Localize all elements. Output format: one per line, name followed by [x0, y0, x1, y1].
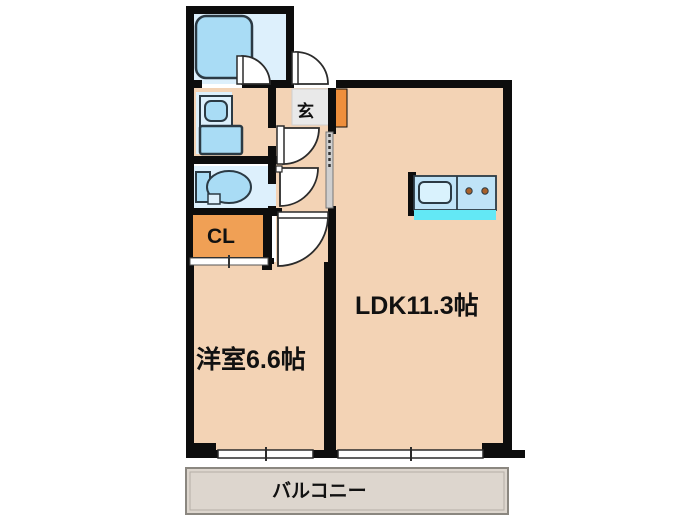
wall-hall-ldk-lower: [328, 206, 336, 264]
kitchen-sink-basin: [418, 181, 452, 204]
wall-closet-left: [186, 212, 194, 268]
wall-hall-corner: [268, 206, 276, 214]
washroom-door-swing: [282, 127, 320, 165]
wall-washroom-hall-upper: [268, 88, 276, 128]
toilet-door-hinge: [275, 165, 283, 173]
washing-machine-pan: [198, 124, 244, 156]
wall-left-washroom: [186, 88, 194, 162]
kitchen-side-wall: [408, 172, 416, 216]
wall-closet-right: [262, 214, 272, 270]
wall-hall-ldk-upper: [328, 88, 336, 134]
balcony-inner-line: [189, 471, 505, 511]
bottom-windows: [217, 447, 484, 461]
entrance-area: [291, 88, 348, 128]
bedroom-door-leaf: [277, 211, 329, 219]
wall-toilet-bottom: [186, 208, 282, 216]
stove-burner-right: [481, 187, 489, 195]
wall-washroom-hall-lower: [268, 146, 276, 164]
wall-toilet-right-top: [268, 164, 276, 184]
balcony-area: [185, 467, 509, 515]
wall-bath-bottom-left: [186, 80, 202, 88]
wall-bath-right: [286, 6, 294, 88]
bathroom-door-leaf: [236, 55, 244, 85]
wall-bottom-center-pier: [313, 450, 337, 458]
wall-left-toilet: [186, 160, 194, 212]
ldk-floor: [336, 88, 503, 455]
washbasin-bowl: [204, 100, 228, 122]
doors: [236, 51, 329, 267]
wall-ldk-top: [336, 80, 512, 88]
closet-body: [191, 213, 265, 259]
wall-left-bedroom: [186, 262, 194, 448]
bedroom-floor: [194, 262, 324, 455]
bedroom-door-swing: [277, 215, 329, 267]
kitchen-fixture: [408, 172, 497, 220]
toilet-door-swing: [279, 167, 319, 207]
balcony-floor: [185, 467, 509, 515]
toilet-seat-detail: [207, 193, 221, 205]
ldk-partition: [325, 131, 334, 209]
wall-washroom-bottom: [186, 156, 282, 164]
stove-burner-left: [465, 187, 473, 195]
toilet-fixture: [195, 170, 252, 205]
wall-ldk-right: [503, 80, 512, 458]
wall-bottom-left-stub: [186, 443, 216, 458]
kitchen-front-edge: [414, 210, 496, 220]
wall-bath-left: [186, 6, 194, 88]
washroom-door-leaf: [276, 125, 285, 165]
ldk-partition-track: [325, 131, 334, 209]
washing-machine-fixture: [198, 124, 244, 156]
wall-bottom-right-stub: [482, 443, 512, 458]
closet-fixture: [189, 213, 269, 268]
wall-bedroom-ldk: [324, 262, 336, 458]
wall-bath-top: [186, 6, 294, 14]
entrance-door-panel: [291, 51, 299, 85]
